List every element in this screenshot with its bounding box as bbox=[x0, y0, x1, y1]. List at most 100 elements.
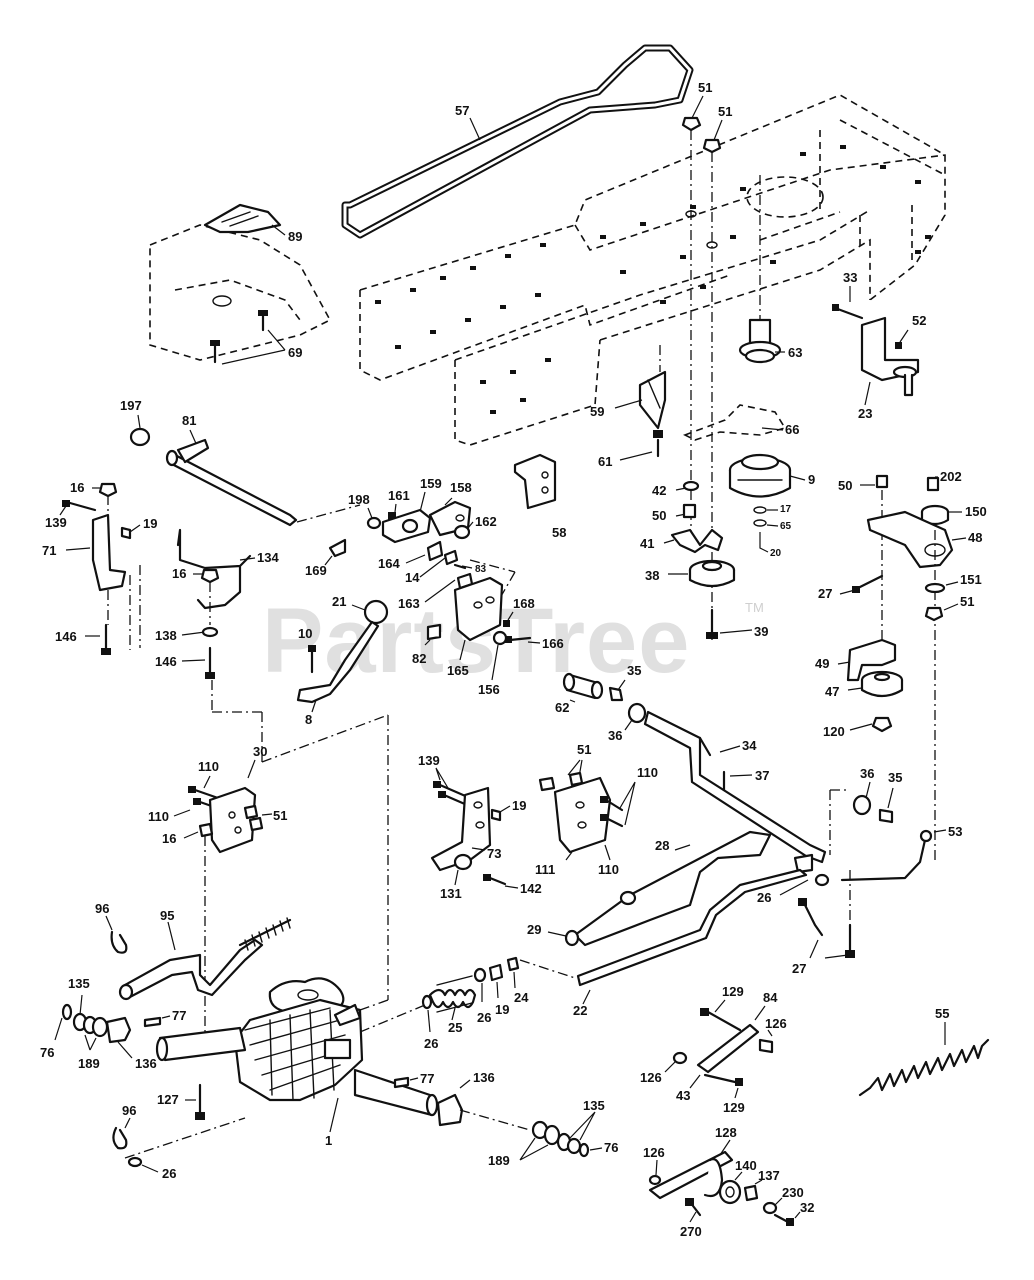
callout-17[interactable]: 17 bbox=[780, 504, 792, 515]
callout-136-a[interactable]: 136 bbox=[135, 1056, 157, 1071]
callout-270[interactable]: 270 bbox=[680, 1224, 702, 1239]
callout-135-b[interactable]: 135 bbox=[583, 1098, 605, 1113]
callout-41[interactable]: 41 bbox=[640, 536, 654, 551]
callout-51-b[interactable]: 51 bbox=[718, 104, 732, 119]
callout-27-a[interactable]: 27 bbox=[818, 586, 832, 601]
callout-42[interactable]: 42 bbox=[652, 483, 666, 498]
callout-65[interactable]: 65 bbox=[780, 521, 792, 532]
callout-189-a[interactable]: 189 bbox=[78, 1056, 100, 1071]
callout-158[interactable]: 158 bbox=[450, 480, 472, 495]
callout-58[interactable]: 58 bbox=[552, 525, 566, 540]
callout-51-c[interactable]: 51 bbox=[960, 594, 974, 609]
callout-16-b[interactable]: 16 bbox=[172, 566, 186, 581]
callout-76-a[interactable]: 76 bbox=[40, 1045, 54, 1060]
callout-134[interactable]: 134 bbox=[257, 550, 279, 565]
callout-151[interactable]: 151 bbox=[960, 572, 982, 587]
callout-16-a[interactable]: 16 bbox=[70, 480, 84, 495]
callout-131[interactable]: 131 bbox=[440, 886, 462, 901]
callout-19-c[interactable]: 19 bbox=[512, 798, 526, 813]
callout-84[interactable]: 84 bbox=[763, 990, 778, 1005]
callout-26-c[interactable]: 26 bbox=[477, 1010, 491, 1025]
callout-66[interactable]: 66 bbox=[785, 422, 799, 437]
callout-83[interactable]: 83 bbox=[475, 564, 487, 575]
callout-50-a[interactable]: 50 bbox=[652, 508, 666, 523]
callout-48[interactable]: 48 bbox=[968, 530, 982, 545]
callout-55[interactable]: 55 bbox=[935, 1006, 949, 1021]
callout-49[interactable]: 49 bbox=[815, 656, 829, 671]
callout-138[interactable]: 138 bbox=[155, 628, 177, 643]
callout-140[interactable]: 140 bbox=[735, 1158, 757, 1173]
callout-43[interactable]: 43 bbox=[676, 1088, 690, 1103]
callout-52[interactable]: 52 bbox=[912, 313, 926, 328]
callout-63[interactable]: 63 bbox=[788, 345, 802, 360]
callout-19-a[interactable]: 19 bbox=[143, 516, 157, 531]
callout-36-a[interactable]: 36 bbox=[608, 728, 622, 743]
callout-20[interactable]: 20 bbox=[770, 548, 782, 559]
callout-77-b[interactable]: 77 bbox=[420, 1071, 434, 1086]
callout-166[interactable]: 166 bbox=[542, 636, 564, 651]
callout-14[interactable]: 14 bbox=[405, 570, 420, 585]
callout-159[interactable]: 159 bbox=[420, 476, 442, 491]
callout-161[interactable]: 161 bbox=[388, 488, 410, 503]
callout-96-a[interactable]: 96 bbox=[95, 901, 109, 916]
callout-82[interactable]: 82 bbox=[412, 651, 426, 666]
callout-129-b[interactable]: 129 bbox=[723, 1100, 745, 1115]
callout-26-a[interactable]: 26 bbox=[757, 890, 771, 905]
callout-110-c[interactable]: 110 bbox=[598, 862, 619, 877]
callout-47[interactable]: 47 bbox=[825, 684, 839, 699]
callout-28[interactable]: 28 bbox=[655, 838, 669, 853]
callout-135-a[interactable]: 135 bbox=[68, 976, 90, 991]
callout-9[interactable]: 9 bbox=[808, 472, 815, 487]
callout-30[interactable]: 30 bbox=[253, 744, 267, 759]
callout-96-b[interactable]: 96 bbox=[122, 1103, 136, 1118]
callout-156[interactable]: 156 bbox=[478, 682, 500, 697]
callout-142[interactable]: 142 bbox=[520, 881, 542, 896]
callout-230[interactable]: 230 bbox=[782, 1185, 804, 1200]
callout-39[interactable]: 39 bbox=[754, 624, 768, 639]
callout-24[interactable]: 24 bbox=[514, 990, 529, 1005]
callout-26-b[interactable]: 26 bbox=[424, 1036, 438, 1051]
callout-136-b[interactable]: 136 bbox=[473, 1070, 495, 1085]
callout-126-c[interactable]: 126 bbox=[643, 1145, 665, 1160]
callout-25[interactable]: 25 bbox=[448, 1020, 462, 1035]
callout-27-b[interactable]: 27 bbox=[792, 961, 806, 976]
callout-95[interactable]: 95 bbox=[160, 908, 174, 923]
callout-76-b[interactable]: 76 bbox=[604, 1140, 618, 1155]
callout-37[interactable]: 37 bbox=[755, 768, 769, 783]
callout-77-a[interactable]: 77 bbox=[172, 1008, 186, 1023]
callout-126-a[interactable]: 126 bbox=[765, 1016, 787, 1031]
callout-129-a[interactable]: 129 bbox=[722, 984, 744, 999]
callout-59[interactable]: 59 bbox=[590, 404, 604, 419]
callout-26-d[interactable]: 26 bbox=[162, 1166, 176, 1181]
callout-32[interactable]: 32 bbox=[800, 1200, 814, 1215]
callout-164[interactable]: 164 bbox=[378, 556, 400, 571]
callout-189-b[interactable]: 189 bbox=[488, 1153, 510, 1168]
callout-34[interactable]: 34 bbox=[742, 738, 757, 753]
callout-35-b[interactable]: 35 bbox=[888, 770, 902, 785]
callout-1[interactable]: 1 bbox=[325, 1133, 332, 1148]
callout-89[interactable]: 89 bbox=[288, 229, 302, 244]
callout-197[interactable]: 197 bbox=[120, 398, 142, 413]
callout-50-b[interactable]: 50 bbox=[838, 478, 852, 493]
callout-139-b[interactable]: 139 bbox=[418, 753, 440, 768]
callout-163[interactable]: 163 bbox=[398, 596, 420, 611]
callout-127[interactable]: 127 bbox=[157, 1092, 179, 1107]
callout-169[interactable]: 169 bbox=[305, 563, 327, 578]
callout-19-b[interactable]: 19 bbox=[495, 1002, 509, 1017]
callout-137[interactable]: 137 bbox=[758, 1168, 780, 1183]
callout-51-a[interactable]: 51 bbox=[698, 80, 712, 95]
callout-21[interactable]: 21 bbox=[332, 594, 346, 609]
callout-51-d[interactable]: 51 bbox=[577, 742, 591, 757]
callout-110-a[interactable]: 110 bbox=[198, 759, 219, 774]
callout-110-b[interactable]: 110 bbox=[148, 809, 169, 824]
callout-16-c[interactable]: 16 bbox=[162, 831, 176, 846]
callout-62[interactable]: 62 bbox=[555, 700, 569, 715]
callout-73[interactable]: 73 bbox=[487, 846, 501, 861]
callout-35-a[interactable]: 35 bbox=[627, 663, 641, 678]
callout-198[interactable]: 198 bbox=[348, 492, 370, 507]
callout-53[interactable]: 53 bbox=[948, 824, 962, 839]
callout-33[interactable]: 33 bbox=[843, 270, 857, 285]
callout-69[interactable]: 69 bbox=[288, 345, 302, 360]
callout-38[interactable]: 38 bbox=[645, 568, 659, 583]
callout-57[interactable]: 57 bbox=[455, 103, 469, 118]
